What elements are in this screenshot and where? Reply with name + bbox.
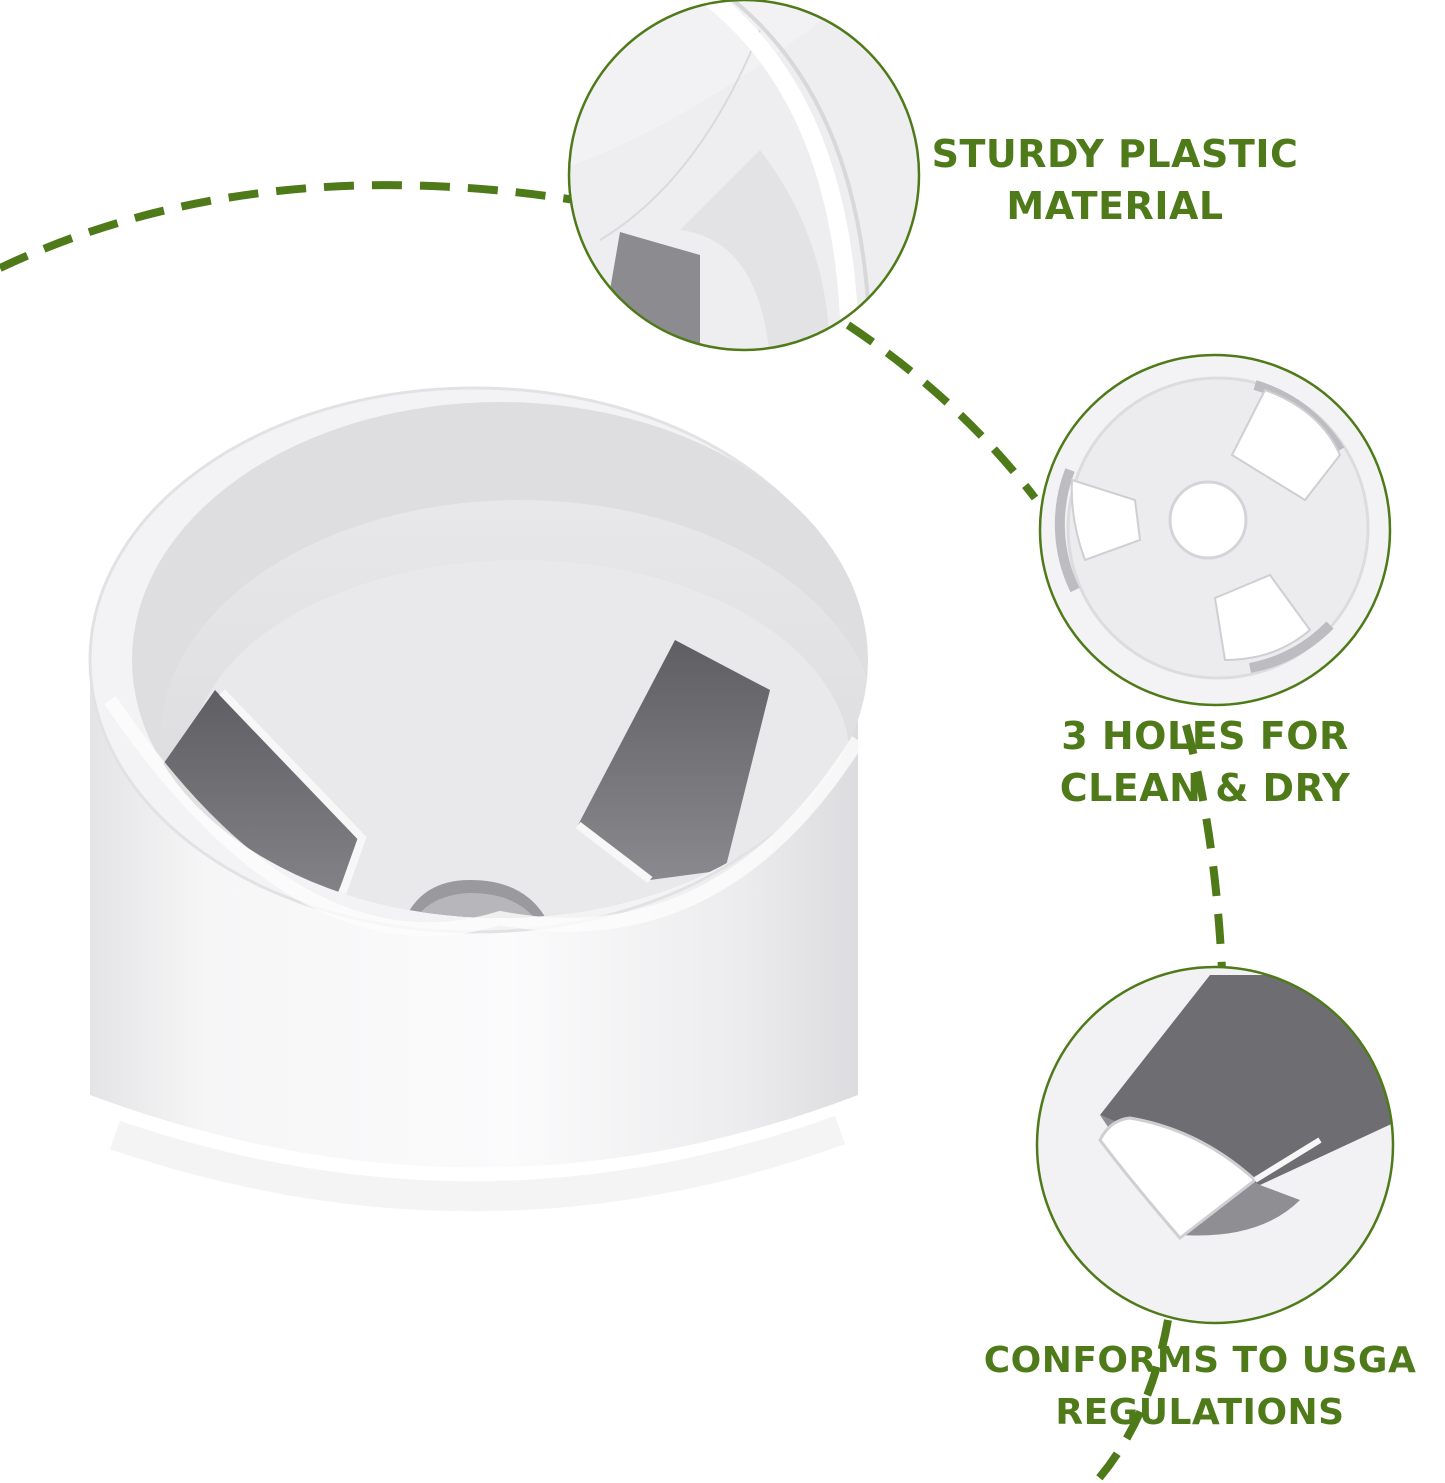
dashed-connector (0, 181, 1226, 1483)
feature-caption-holes: 3 HOLES FOR CLEAN & DRY (1020, 710, 1390, 814)
golf-cup (88, 386, 868, 1212)
feature-caption-line: CLEAN & DRY (1059, 766, 1351, 810)
feature-caption-material: STURDY PLASTIC MATERIAL (900, 128, 1330, 232)
detail-circle-material (567, 0, 921, 352)
feature-caption-line: REGULATIONS (1055, 1392, 1345, 1433)
feature-caption-line: CONFORMS TO USGA (983, 1340, 1417, 1381)
feature-caption-line: 3 HOLES FOR (1061, 714, 1349, 758)
detail-circle-usga (1035, 965, 1395, 1325)
detail-circle-holes (1038, 353, 1392, 707)
feature-caption-line: STURDY PLASTIC (931, 132, 1299, 176)
feature-caption-usga: CONFORMS TO USGA REGULATIONS (960, 1335, 1440, 1439)
feature-caption-line: MATERIAL (1006, 184, 1224, 228)
